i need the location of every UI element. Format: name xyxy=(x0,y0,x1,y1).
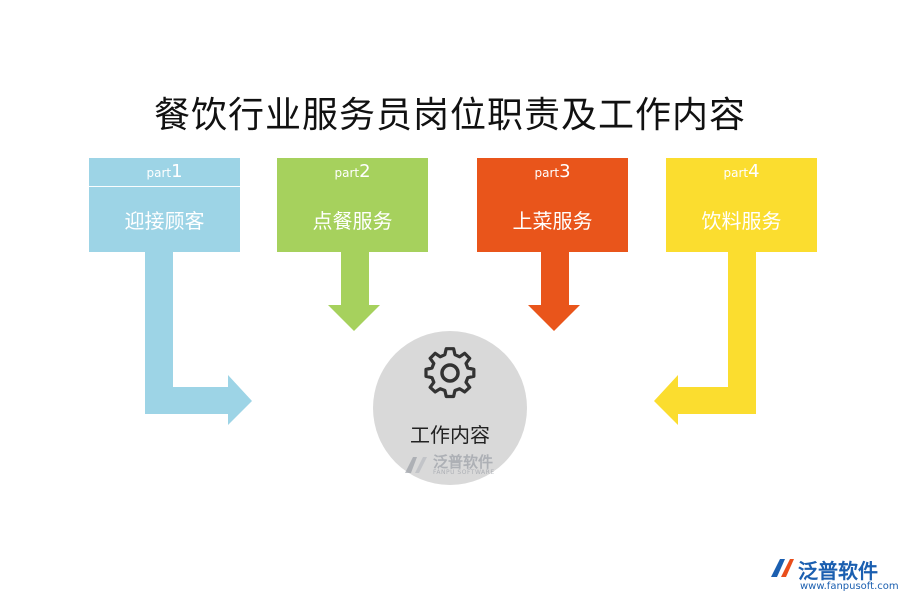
card-label: 上菜服务 xyxy=(512,209,593,233)
card-part-header: part4 xyxy=(666,158,817,186)
gear-icon xyxy=(424,347,476,399)
arrow-4 xyxy=(654,252,756,425)
center-circle: 工作内容 泛普软件 FANPU SOFTWARE xyxy=(373,331,527,485)
card-divider xyxy=(89,186,240,187)
part-prefix: part xyxy=(534,166,560,180)
watermark: 泛普软件 FANPU SOFTWARE xyxy=(403,451,523,481)
card-label: 点餐服务 xyxy=(312,209,393,233)
watermark-logo-icon xyxy=(405,457,427,473)
card-part-header: part3 xyxy=(477,158,628,186)
brand-logo-text: 泛普软件 xyxy=(798,559,878,583)
center-label: 工作内容 xyxy=(410,423,490,447)
part-number: 2 xyxy=(359,161,371,182)
brand-logo-icon xyxy=(771,559,794,577)
card-part-3: part3 上菜服务 xyxy=(477,158,628,252)
card-part-4: part4 饮料服务 xyxy=(666,158,817,252)
card-part-2: part2 点餐服务 xyxy=(277,158,428,252)
part-number: 1 xyxy=(171,161,183,182)
brand-logo: 泛普软件 www.fanpusoft.com xyxy=(768,555,899,595)
part-prefix: part xyxy=(146,166,172,180)
part-prefix: part xyxy=(723,166,749,180)
arrow-1 xyxy=(145,252,252,425)
part-prefix: part xyxy=(334,166,360,180)
watermark-text: 泛普软件 xyxy=(433,453,494,471)
card-part-1: part1 迎接顾客 xyxy=(89,158,240,252)
arrow-2 xyxy=(328,252,380,331)
watermark-sub: FANPU SOFTWARE xyxy=(433,469,495,476)
card-label: 迎接顾客 xyxy=(124,209,205,233)
card-part-header: part2 xyxy=(277,158,428,186)
brand-logo-url: www.fanpusoft.com xyxy=(800,581,899,592)
part-number: 3 xyxy=(559,161,571,182)
page-title: 餐饮行业服务员岗位职责及工作内容 xyxy=(153,95,746,136)
part-number: 4 xyxy=(748,161,760,182)
card-part-header: part1 xyxy=(89,158,240,186)
arrow-3 xyxy=(528,252,580,331)
card-label: 饮料服务 xyxy=(701,209,782,233)
